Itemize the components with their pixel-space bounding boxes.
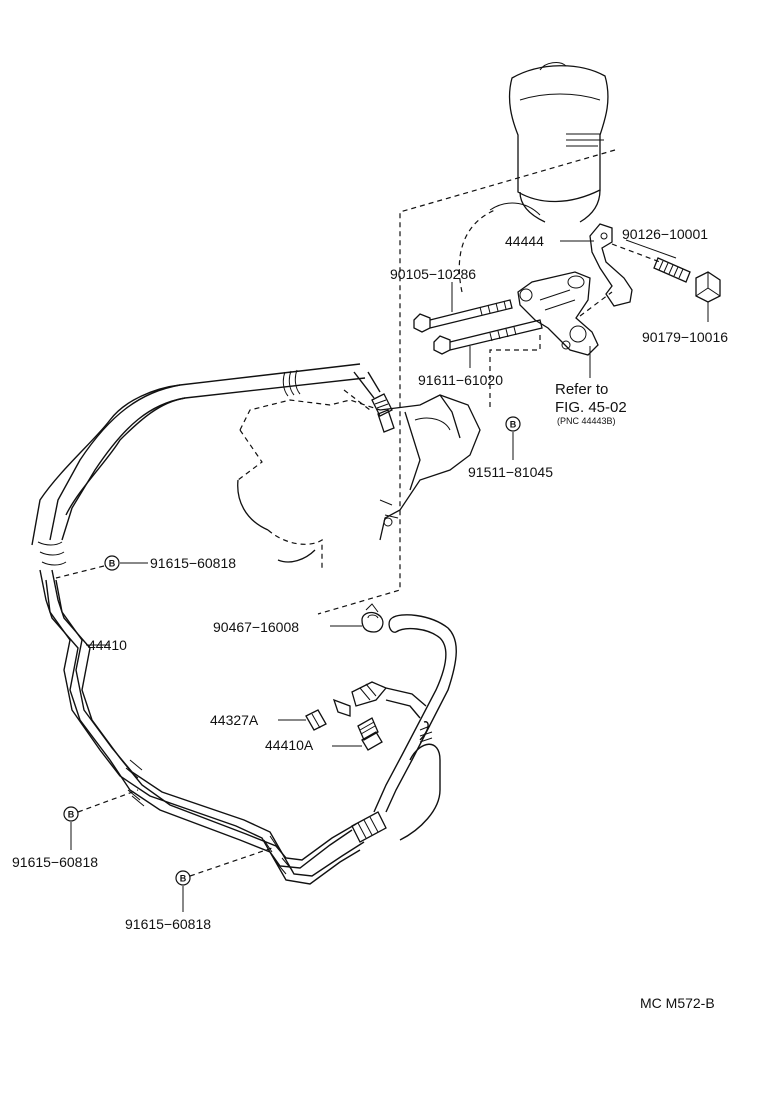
leader-reservoir [317,149,616,615]
leader-90126 [625,239,677,259]
label-44410A: 44410A [265,737,314,753]
leader-fitting [343,389,371,411]
return-hose-drawing [373,614,457,841]
label-91611-61020: 91611−61020 [418,372,503,388]
label-44410: 44410 [88,637,127,653]
pressure-hose-44410 [31,363,387,885]
diagram-code: MC M572-B [640,995,715,1011]
union-fitting-drawing [332,681,427,719]
label-91615-60818-c: 91615−60818 [125,916,211,932]
leader-pump-arc [458,209,496,293]
label-91615-60818-a: 91615−60818 [150,555,236,571]
bracket-44444-drawing [589,223,633,307]
label-91615-60818-b: 91615−60818 [12,854,98,870]
badge-b-91615-c: B [175,870,191,886]
label-90467-16008: 90467−16008 [213,619,299,635]
leader-b-91615-a [55,565,105,579]
pump-bracket-drawing [517,271,599,356]
stud-90126-drawing [653,257,691,283]
leader-b-91615-b [77,789,139,813]
union-bolt-44410A-drawing [357,717,383,751]
label-refer-to: Refer to [555,381,608,398]
label-refer-fig: FIG. 45-02 [555,399,627,416]
badge-letter: B [510,420,517,430]
reservoir-drawing [489,62,609,223]
badge-b-91615-b: B [63,806,79,822]
badge-letter: B [109,559,116,569]
badge-letter: B [180,874,187,884]
gasket-44327A-drawing [305,709,327,731]
label-refer-pnc: (PNC 44443B) [557,416,616,426]
badge-b-91511: B [505,416,521,432]
nut-90179-drawing [695,271,721,303]
label-44444: 44444 [505,233,544,249]
bolt-90105-drawing [413,299,513,333]
leader-stud [611,243,661,263]
gear-housing-drawing [237,394,481,568]
label-90126-10001: 90126−10001 [622,226,708,242]
pressure-fitting-drawing [371,393,395,433]
clip-90467-drawing [361,603,384,633]
label-91511-81045: 91511−81045 [468,464,553,480]
leader-bracket-mount [489,335,541,410]
label-44327A: 44327A [210,712,259,728]
leader-b-91615-c [189,847,273,877]
leader-bracket-dash [579,291,613,317]
badge-letter: B [68,810,75,820]
label-90179-10016: 90179−10016 [642,329,728,345]
badge-b-91615-a: B [104,555,120,571]
bolt-91611-drawing [433,319,543,355]
label-90105-10286: 90105−10286 [390,266,476,282]
